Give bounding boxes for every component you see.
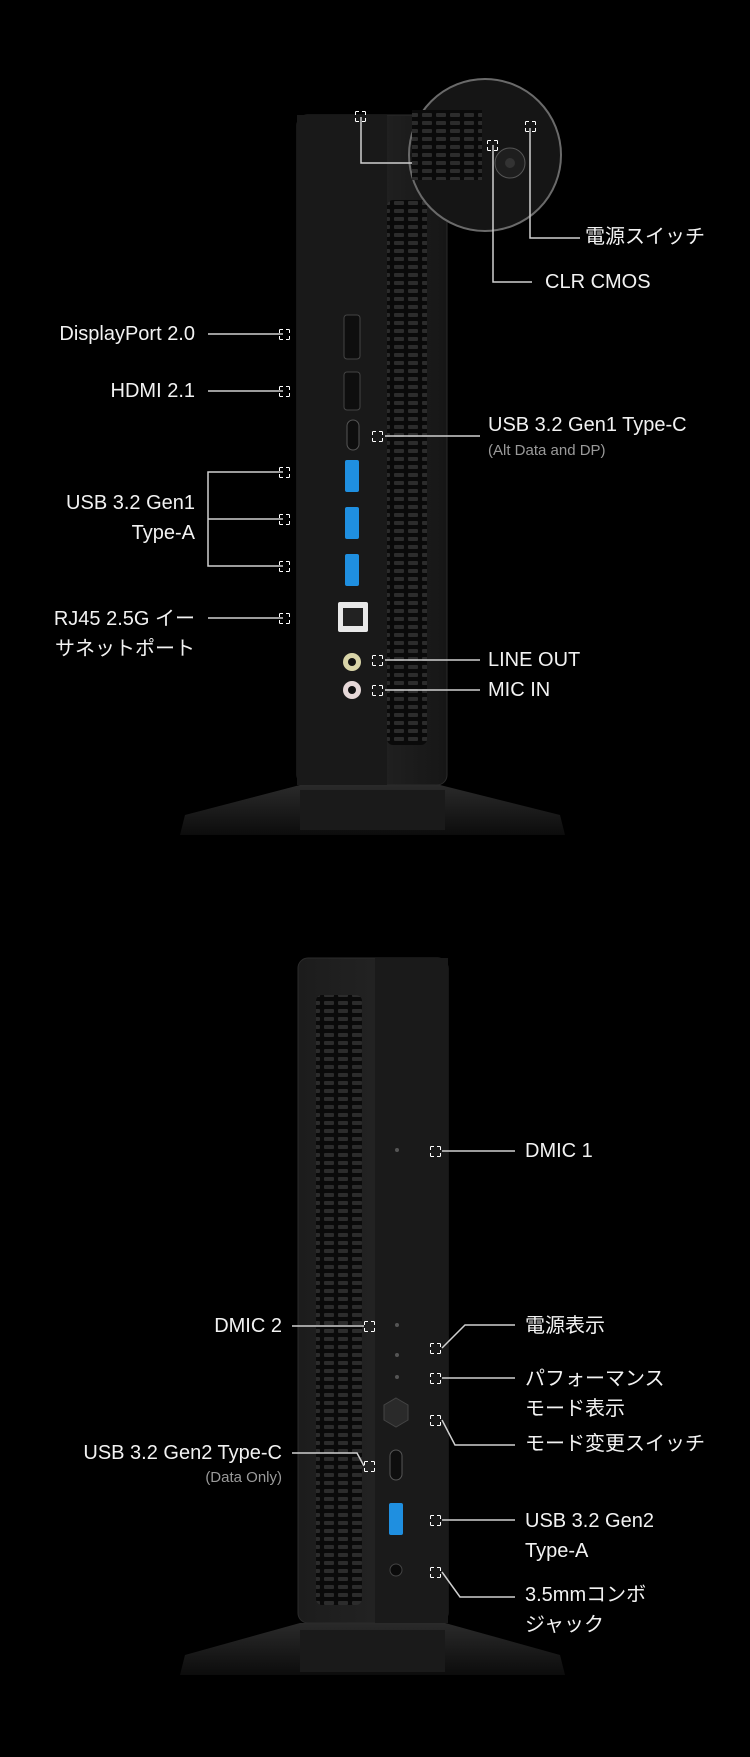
label-combo-jack: 3.5mmコンボ ジャック — [525, 1584, 647, 1636]
label-mode-switch: モード変更スイッチ — [525, 1433, 705, 1455]
label-mic-in: MIC IN — [488, 679, 551, 701]
marker-clr-cmos — [487, 140, 498, 151]
marker-line-out — [372, 655, 383, 666]
marker-power-switch — [525, 121, 536, 132]
marker-mode-switch — [430, 1415, 441, 1426]
front-unit — [180, 78, 565, 835]
marker-usb-c-back — [364, 1461, 375, 1472]
marker-usb-a-1 — [279, 467, 290, 478]
marker-usb-a-3 — [279, 561, 290, 572]
label-usb-c-back-sub: (Data Only) — [205, 1469, 282, 1486]
label-dmic1: DMIC 1 — [525, 1140, 593, 1162]
label-usb-c-back: USB 3.2 Gen2 Type-C — [83, 1442, 282, 1464]
label-rj45: RJ45 2.5G イー サネットポート — [53, 608, 195, 660]
marker-hdmi — [279, 386, 290, 397]
label-hdmi: HDMI 2.1 — [110, 380, 195, 402]
label-power-led: 電源表示 — [525, 1315, 605, 1337]
marker-usb-a-2 — [279, 514, 290, 525]
marker-rj45 — [279, 613, 290, 624]
label-usb-c-front-sub: (Alt Data and DP) — [488, 442, 606, 459]
back-unit — [180, 957, 565, 1675]
label-line-out: LINE OUT — [488, 649, 581, 671]
label-usb-a-back: USB 3.2 Gen2 Type-A — [525, 1510, 654, 1562]
label-clr-cmos: CLR CMOS — [545, 271, 651, 293]
callout-lines — [207, 117, 580, 1598]
marker-usb-a-back — [430, 1515, 441, 1526]
label-perf-led: パフォーマンス モード表示 — [525, 1368, 665, 1420]
label-displayport: DisplayPort 2.0 — [59, 323, 195, 345]
marker-usb-c-front — [372, 431, 383, 442]
marker-zoom — [355, 111, 366, 122]
marker-dmic2 — [364, 1321, 375, 1332]
label-dmic2: DMIC 2 — [214, 1315, 282, 1337]
label-usb-c-front: USB 3.2 Gen1 Type-C — [488, 414, 687, 436]
marker-combo-jack — [430, 1567, 441, 1578]
marker-dmic1 — [430, 1146, 441, 1157]
label-power-switch: 電源スイッチ — [585, 226, 705, 248]
marker-perf-led — [430, 1373, 441, 1384]
label-usb-a-front: USB 3.2 Gen1 Type-A — [66, 492, 195, 544]
marker-mic-in — [372, 685, 383, 696]
marker-displayport — [279, 329, 290, 340]
marker-power-led — [430, 1343, 441, 1354]
